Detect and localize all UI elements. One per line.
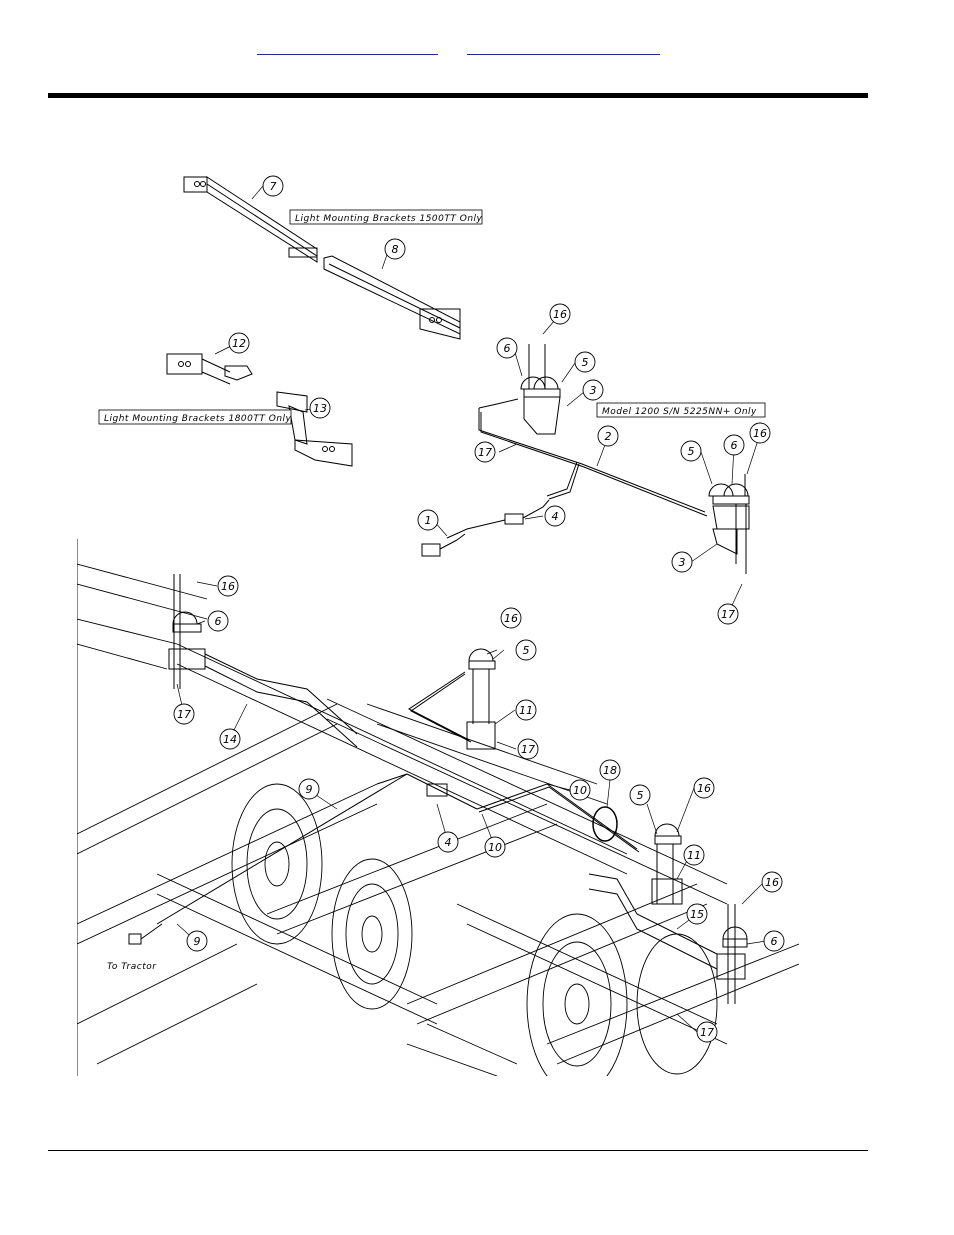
callout-17-c: 17 — [174, 704, 194, 724]
callout-17-e: 17 — [697, 1022, 717, 1042]
callout-4-b: 4 — [438, 832, 458, 852]
callout-10-a: 10 — [570, 780, 590, 800]
callout-9-b: 9 — [187, 931, 207, 951]
svg-text:16: 16 — [504, 612, 518, 625]
svg-text:7: 7 — [270, 180, 277, 193]
svg-text:4: 4 — [445, 836, 452, 849]
svg-text:16: 16 — [697, 782, 711, 795]
callout-6-b: 6 — [724, 435, 744, 455]
svg-text:10: 10 — [573, 784, 587, 797]
harness-assembly-upper — [422, 344, 749, 574]
svg-text:16: 16 — [753, 427, 767, 440]
svg-text:10: 10 — [488, 841, 502, 854]
callout-1: 1 — [418, 510, 438, 530]
svg-text:17: 17 — [177, 708, 191, 721]
svg-text:4: 4 — [552, 510, 559, 523]
svg-text:1: 1 — [425, 514, 432, 527]
parts-diagram: Light Mounting Brackets 1500TT Only Ligh… — [77, 144, 799, 1076]
header-link-1[interactable] — [257, 40, 438, 55]
callout-16-e: 16 — [694, 778, 714, 798]
callout-16-c: 16 — [218, 576, 238, 596]
callout-14: 14 — [220, 729, 240, 749]
callout-3-a: 3 — [583, 380, 603, 400]
svg-text:17: 17 — [478, 446, 492, 459]
callout-12: 12 — [229, 333, 249, 353]
footer-rule — [48, 1150, 868, 1151]
callout-17-b: 17 — [718, 604, 738, 624]
svg-text:3: 3 — [590, 384, 597, 397]
svg-text:16: 16 — [765, 876, 779, 889]
callout-6-a: 6 — [497, 338, 517, 358]
callout-8: 8 — [385, 239, 405, 259]
svg-text:17: 17 — [721, 608, 735, 621]
svg-text:6: 6 — [504, 342, 511, 355]
callout-6-d: 6 — [764, 931, 784, 951]
callout-5-b: 5 — [681, 441, 701, 461]
callout-17-d: 17 — [518, 739, 538, 759]
leader-lines — [177, 186, 766, 1032]
svg-text:11: 11 — [519, 704, 533, 717]
svg-text:5: 5 — [582, 356, 589, 369]
callout-13: 13 — [310, 398, 330, 418]
svg-text:2: 2 — [605, 430, 612, 443]
header-link-2[interactable] — [467, 40, 660, 55]
callout-5-a: 5 — [575, 352, 595, 372]
callouts: 7 8 12 13 16 6 5 3 17 2 1 4 5 6 16 3 17 … — [174, 176, 784, 1042]
svg-text:17: 17 — [700, 1026, 714, 1039]
svg-text:5: 5 — [637, 789, 644, 802]
svg-text:16: 16 — [221, 580, 235, 593]
callout-5-c: 5 — [516, 640, 536, 660]
callout-17-a: 17 — [475, 442, 495, 462]
svg-text:18: 18 — [603, 764, 617, 777]
callout-18: 18 — [600, 760, 620, 780]
callout-11-b: 11 — [684, 845, 704, 865]
callout-3-b: 3 — [672, 552, 692, 572]
bracket-12 — [167, 354, 252, 384]
svg-text:6: 6 — [771, 935, 778, 948]
callout-16-d: 16 — [501, 608, 521, 628]
callout-6-c: 6 — [208, 611, 228, 631]
svg-text:11: 11 — [687, 849, 701, 862]
svg-text:16: 16 — [553, 308, 567, 321]
bracket-14 — [169, 574, 357, 747]
note-brackets-1500: Light Mounting Brackets 1500TT Only — [295, 214, 483, 224]
callout-2: 2 — [598, 426, 618, 446]
svg-text:5: 5 — [523, 644, 530, 657]
svg-text:17: 17 — [521, 743, 535, 756]
callout-15: 15 — [687, 904, 707, 924]
callout-11-a: 11 — [516, 700, 536, 720]
callout-16-f: 16 — [762, 872, 782, 892]
callout-10-b: 10 — [485, 837, 505, 857]
svg-text:3: 3 — [679, 556, 686, 569]
note-model: Model 1200 S/N 5225NN+ Only — [602, 407, 757, 417]
svg-text:15: 15 — [690, 908, 704, 921]
callout-16-a: 16 — [550, 304, 570, 324]
svg-text:13: 13 — [313, 402, 327, 415]
svg-text:5: 5 — [688, 445, 695, 458]
svg-text:12: 12 — [232, 337, 246, 350]
bracket-15 — [589, 874, 747, 1004]
svg-text:8: 8 — [392, 243, 399, 256]
svg-text:6: 6 — [215, 615, 222, 628]
note-brackets-1800: Light Mounting Brackets 1800TT Only — [104, 414, 292, 424]
svg-text:9: 9 — [306, 783, 313, 796]
note-boxes: Light Mounting Brackets 1500TT Only Ligh… — [99, 210, 765, 972]
callout-16-b: 16 — [750, 423, 770, 443]
callout-9-a: 9 — [299, 779, 319, 799]
header-rule — [48, 93, 868, 98]
callout-5-d: 5 — [630, 785, 650, 805]
svg-text:6: 6 — [731, 439, 738, 452]
callout-7: 7 — [263, 176, 283, 196]
harness-lower — [129, 774, 639, 944]
to-tractor-label: To Tractor — [107, 962, 157, 972]
svg-text:14: 14 — [223, 733, 237, 746]
svg-text:9: 9 — [194, 935, 201, 948]
bracket-8 — [324, 256, 460, 339]
callout-4-a: 4 — [545, 506, 565, 526]
